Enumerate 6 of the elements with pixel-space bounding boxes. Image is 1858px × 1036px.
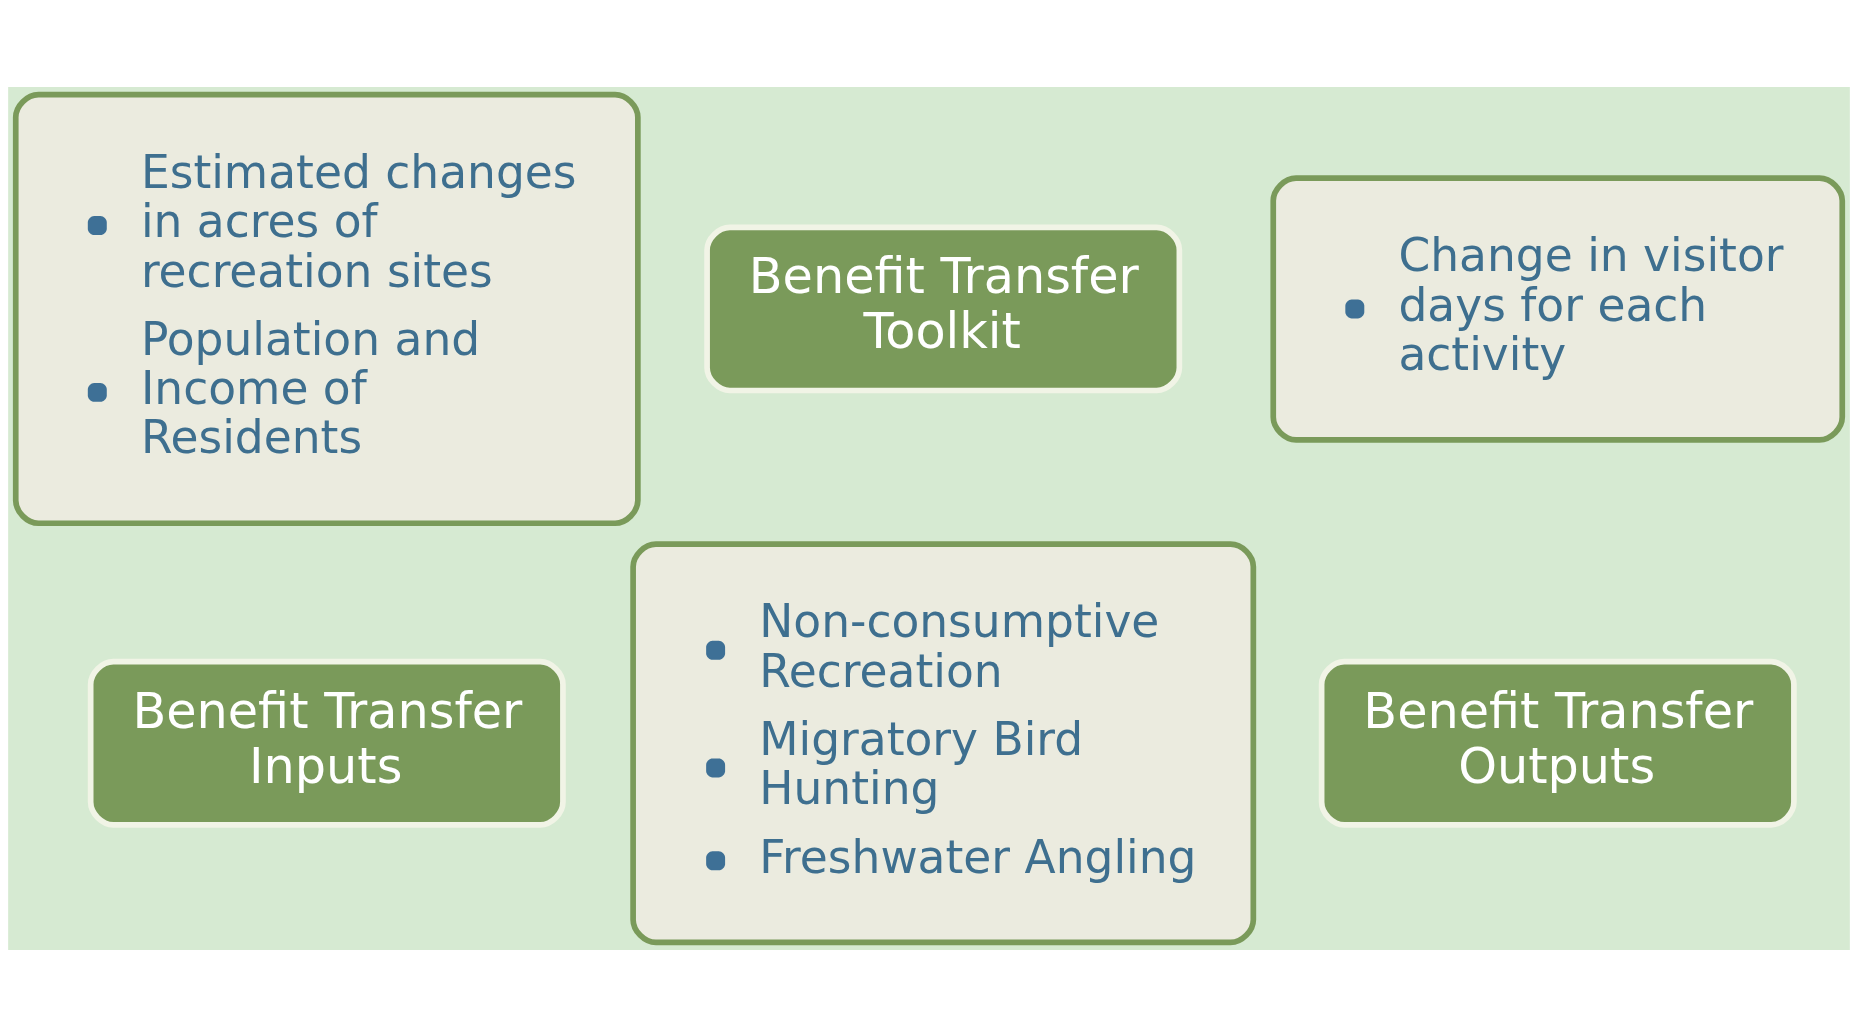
node-box: Estimated changes in acres of recreation sites Population and Income of Residents: [12, 91, 641, 526]
node-box: Benefit Transfer Toolkit: [704, 224, 1183, 393]
node-box: Change in visitor days for each activity: [1270, 174, 1846, 443]
node-box: Non-consumptive Recreation Migratory Bird Hunting Freshwater Angling: [630, 540, 1257, 945]
node-box: Benefit Transfer Outputs: [1318, 658, 1797, 828]
node-box: Benefit Transfer Inputs: [87, 658, 566, 828]
